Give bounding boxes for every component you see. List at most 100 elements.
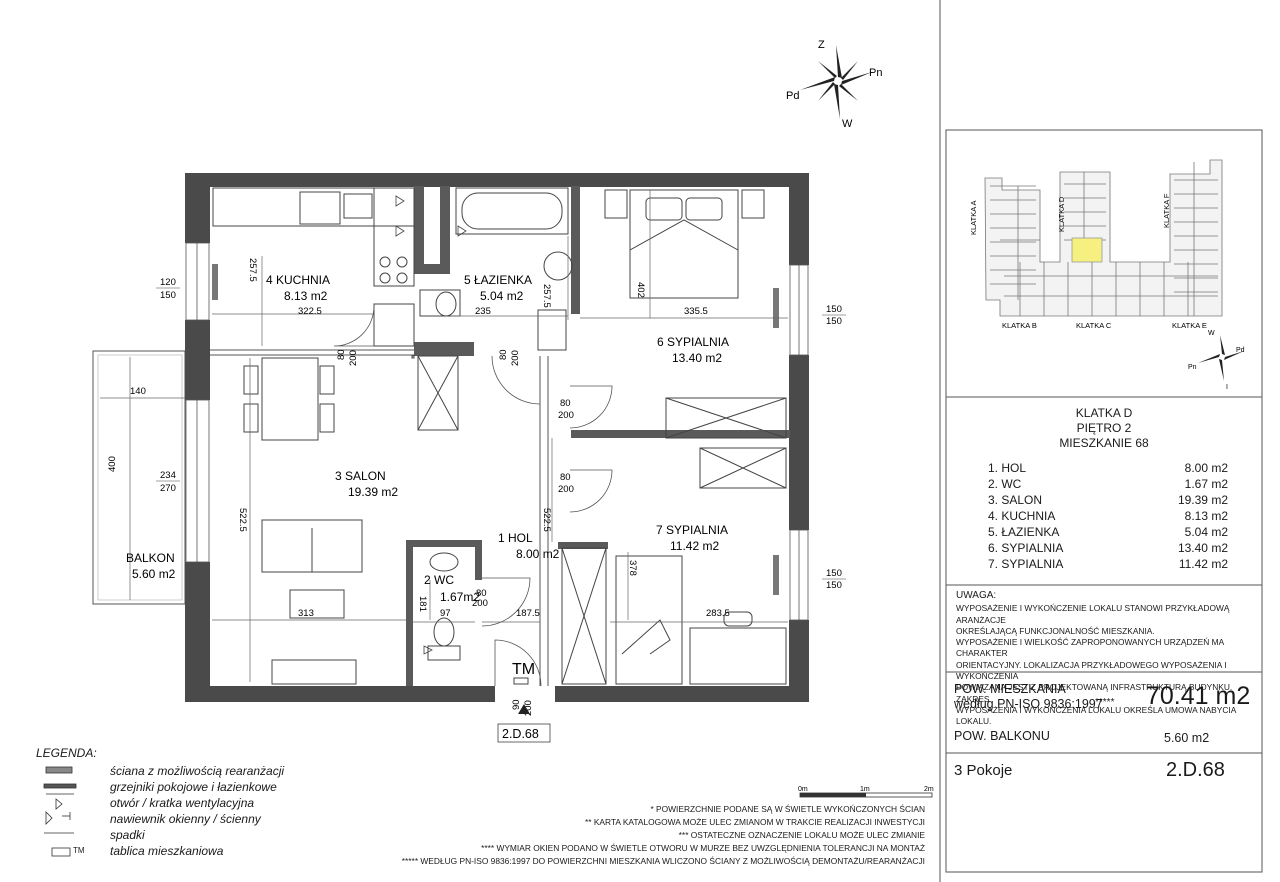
room-balkon-name: BALKON <box>126 551 175 565</box>
room-wc-name: 2 WC <box>424 573 454 587</box>
svg-text:80: 80 <box>498 349 509 360</box>
svg-text:270: 270 <box>160 483 176 494</box>
compass-n: Z <box>818 39 825 51</box>
legend-tm: TM <box>73 846 85 855</box>
svg-text:80: 80 <box>560 398 571 409</box>
svg-text:I: I <box>1226 384 1228 391</box>
compass-rose-icon: Z Pn W Pd <box>786 39 882 130</box>
area-stars: ***** <box>1095 697 1115 708</box>
svg-text:97: 97 <box>440 608 451 619</box>
room-salon-area: 19.39 m2 <box>348 485 398 499</box>
room-balkon-area: 5.60 m2 <box>132 567 176 581</box>
svg-text:150: 150 <box>826 568 842 579</box>
klatka-c-label: KLATKA C <box>1076 321 1112 330</box>
sheet-frame <box>939 0 1263 882</box>
legend-item: spadki <box>110 828 145 842</box>
svg-text:234: 234 <box>160 470 176 481</box>
balcony-value: 5.60 m2 <box>1164 731 1210 745</box>
building-key-plan <box>984 159 1223 317</box>
footnote: ***** WEDŁUG PN-ISO 9836:1997 DO POWIERZ… <box>401 856 925 866</box>
svg-text:313: 313 <box>298 608 314 619</box>
klatka-d-label: KLATKA D <box>1057 196 1066 232</box>
tm-plate <box>513 677 529 685</box>
svg-text:283.5: 283.5 <box>706 608 730 619</box>
svg-text:1m: 1m <box>860 786 870 793</box>
scale-bar: 0m 1m 2m <box>798 786 934 798</box>
legend-item: otwór / kratka wentylacyjna <box>110 796 255 810</box>
svg-text:150: 150 <box>160 290 176 301</box>
interior-walls <box>406 186 790 686</box>
legend-item: ściana z możliwością rearanżacji <box>110 764 285 778</box>
footnote: **** WYMIAR OKIEN PODANO W ŚWIETLE OTWOR… <box>481 843 925 853</box>
svg-text:335.5: 335.5 <box>684 306 708 317</box>
svg-text:Pd: Pd <box>1236 347 1245 354</box>
svg-text:181: 181 <box>417 596 428 612</box>
svg-text:257.5: 257.5 <box>247 258 258 282</box>
klatka: KLATKA D <box>1075 406 1133 420</box>
svg-text:402: 402 <box>635 282 646 298</box>
room-sypialnia7-name: 7 SYPIALNIA <box>656 523 728 537</box>
room-salon-name: 3 SALON <box>335 469 386 483</box>
legend-item: grzejniki pokojowe i łazienkowe <box>110 780 277 794</box>
windows <box>185 242 809 621</box>
key-panel-header: KLATKA D PIĘTRO 2 MIESZKANIE 68 <box>946 406 1262 451</box>
klatka-f-label: KLATKA F <box>1162 193 1171 228</box>
room-kuchnia-area: 8.13 m2 <box>284 289 328 303</box>
svg-text:200: 200 <box>523 700 534 716</box>
svg-text:W: W <box>1208 330 1215 337</box>
svg-text:0m: 0m <box>798 786 808 793</box>
svg-text:80: 80 <box>476 588 487 599</box>
small-compass-icon: W Pd Pn I <box>1188 330 1245 391</box>
area-value: 70.41 m2 <box>1146 682 1251 710</box>
svg-text:80: 80 <box>336 349 347 360</box>
pietro: PIĘTRO 2 <box>1076 421 1132 435</box>
legend-item: nawiewnik okienny / ścienny <box>110 812 261 826</box>
tm-label: TM <box>512 661 535 678</box>
plan-unit-code: 2.D.68 <box>502 727 539 741</box>
compass-s: W <box>842 118 853 130</box>
room-hol-area: 8.00 m2 <box>516 547 560 561</box>
svg-text:200: 200 <box>558 410 574 421</box>
svg-text:200: 200 <box>558 484 574 495</box>
room-sypialnia6-area: 13.40 m2 <box>672 351 722 365</box>
vent-icons <box>395 195 467 655</box>
legend-title: LEGENDA: <box>36 746 97 760</box>
svg-text:Pn: Pn <box>1188 364 1197 371</box>
area-label: POW. MIESZKANIA według PN-ISO 9836:1997 <box>954 682 1103 711</box>
room-lazienka-name: 5 ŁAZIENKA <box>464 273 532 287</box>
room-lazienka-area: 5.04 m2 <box>480 289 524 303</box>
balcony-label: POW. BALKONU <box>954 729 1050 743</box>
svg-text:257.5: 257.5 <box>541 284 552 308</box>
door-swings <box>333 305 613 687</box>
klatka-b-label: KLATKA B <box>1002 321 1037 330</box>
svg-text:90: 90 <box>511 699 522 710</box>
compass-w: Pd <box>786 90 799 102</box>
room-kuchnia-name: 4 KUCHNIA <box>266 273 330 287</box>
svg-text:522.5: 522.5 <box>541 508 552 532</box>
legend-symbols <box>43 766 77 857</box>
balcony-outline <box>92 350 186 605</box>
mieszkanie: MIESZKANIE 68 <box>1059 436 1149 450</box>
svg-text:150: 150 <box>826 304 842 315</box>
svg-text:378: 378 <box>627 560 638 576</box>
unit-code-box <box>497 723 551 743</box>
room-sypialnia7-area: 11.42 m2 <box>670 539 719 553</box>
svg-text:200: 200 <box>348 350 359 366</box>
svg-text:80: 80 <box>560 472 571 483</box>
furniture <box>212 187 787 685</box>
svg-text:522.5: 522.5 <box>237 508 248 532</box>
footnote: * POWIERZCHNIE PODANE SĄ W ŚWIETLE WYKOŃ… <box>650 804 925 814</box>
svg-text:150: 150 <box>826 316 842 327</box>
legend-item: tablica mieszkaniowa <box>110 844 224 858</box>
room-wc-area: 1.67m2 <box>440 590 480 604</box>
exterior-walls <box>185 173 809 702</box>
compass-e: Pn <box>869 67 882 79</box>
room-hol-name: 1 HOL <box>498 531 533 545</box>
